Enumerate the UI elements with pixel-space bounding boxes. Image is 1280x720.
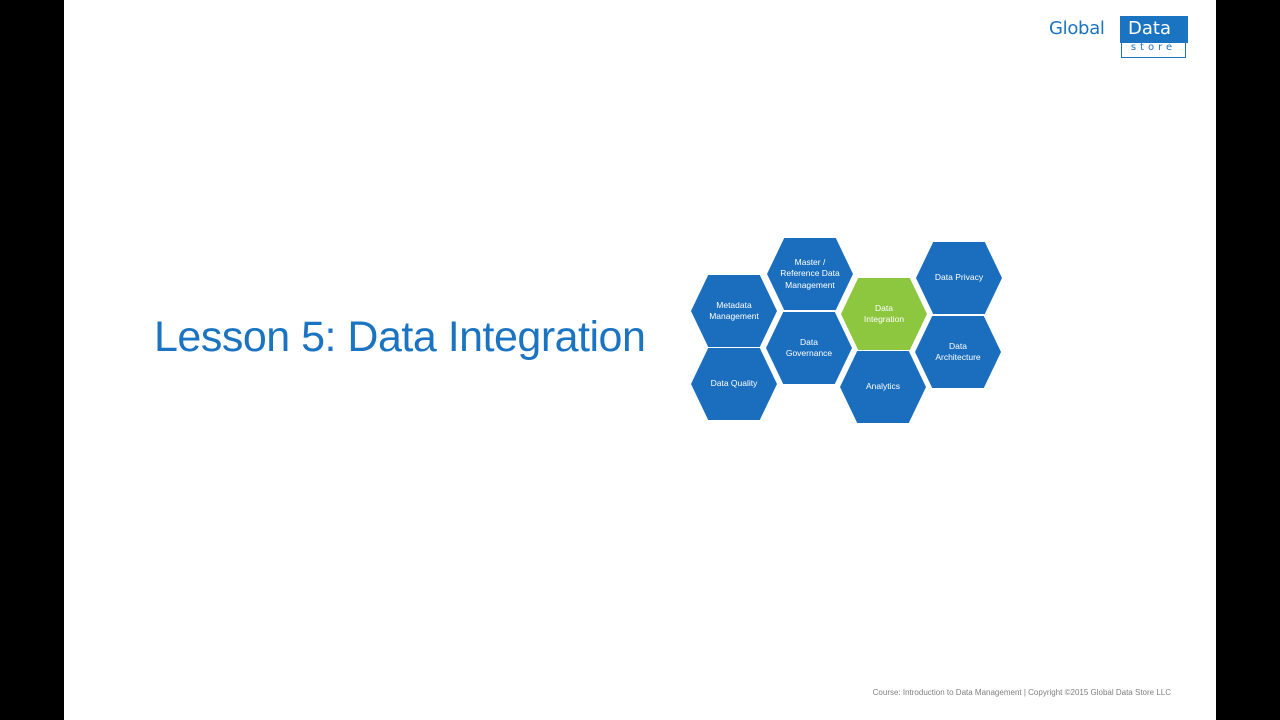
hex-data-privacy: Data Privacy (916, 242, 1002, 314)
logo-word-store: store (1130, 42, 1177, 53)
hex-label: Data Integration (863, 302, 905, 325)
hex-data-quality: Data Quality (691, 348, 777, 420)
hex-label: Metadata Management (709, 299, 759, 322)
hex-label: Master / Reference Data Management (780, 256, 840, 290)
company-logo: Global Data store (1049, 16, 1189, 62)
logo-word-global: Global (1049, 18, 1105, 39)
logo-store-box (1121, 43, 1186, 58)
hex-data-architecture: Data Architecture (915, 316, 1001, 388)
logo-data-box (1120, 16, 1188, 43)
hex-metadata-management: Metadata Management (691, 275, 777, 347)
slide: Global Data store Lesson 5: Data Integra… (64, 0, 1216, 720)
hex-label: Data Governance (785, 336, 833, 359)
hex-master-reference-data-management: Master / Reference Data Management (767, 238, 853, 310)
hex-data-governance: Data Governance (766, 312, 852, 384)
logo-word-data: Data (1128, 18, 1171, 39)
hex-label: Data Quality (710, 378, 758, 389)
hex-label: Analytics (865, 381, 900, 392)
hex-data-integration: Data Integration (841, 278, 927, 350)
slide-title: Lesson 5: Data Integration (154, 313, 646, 361)
hex-label: Data Privacy (934, 272, 984, 283)
hex-label: Data Architecture (935, 340, 981, 363)
footer-copyright: Course: Introduction to Data Management … (872, 688, 1171, 697)
hex-analytics: Analytics (840, 351, 926, 423)
